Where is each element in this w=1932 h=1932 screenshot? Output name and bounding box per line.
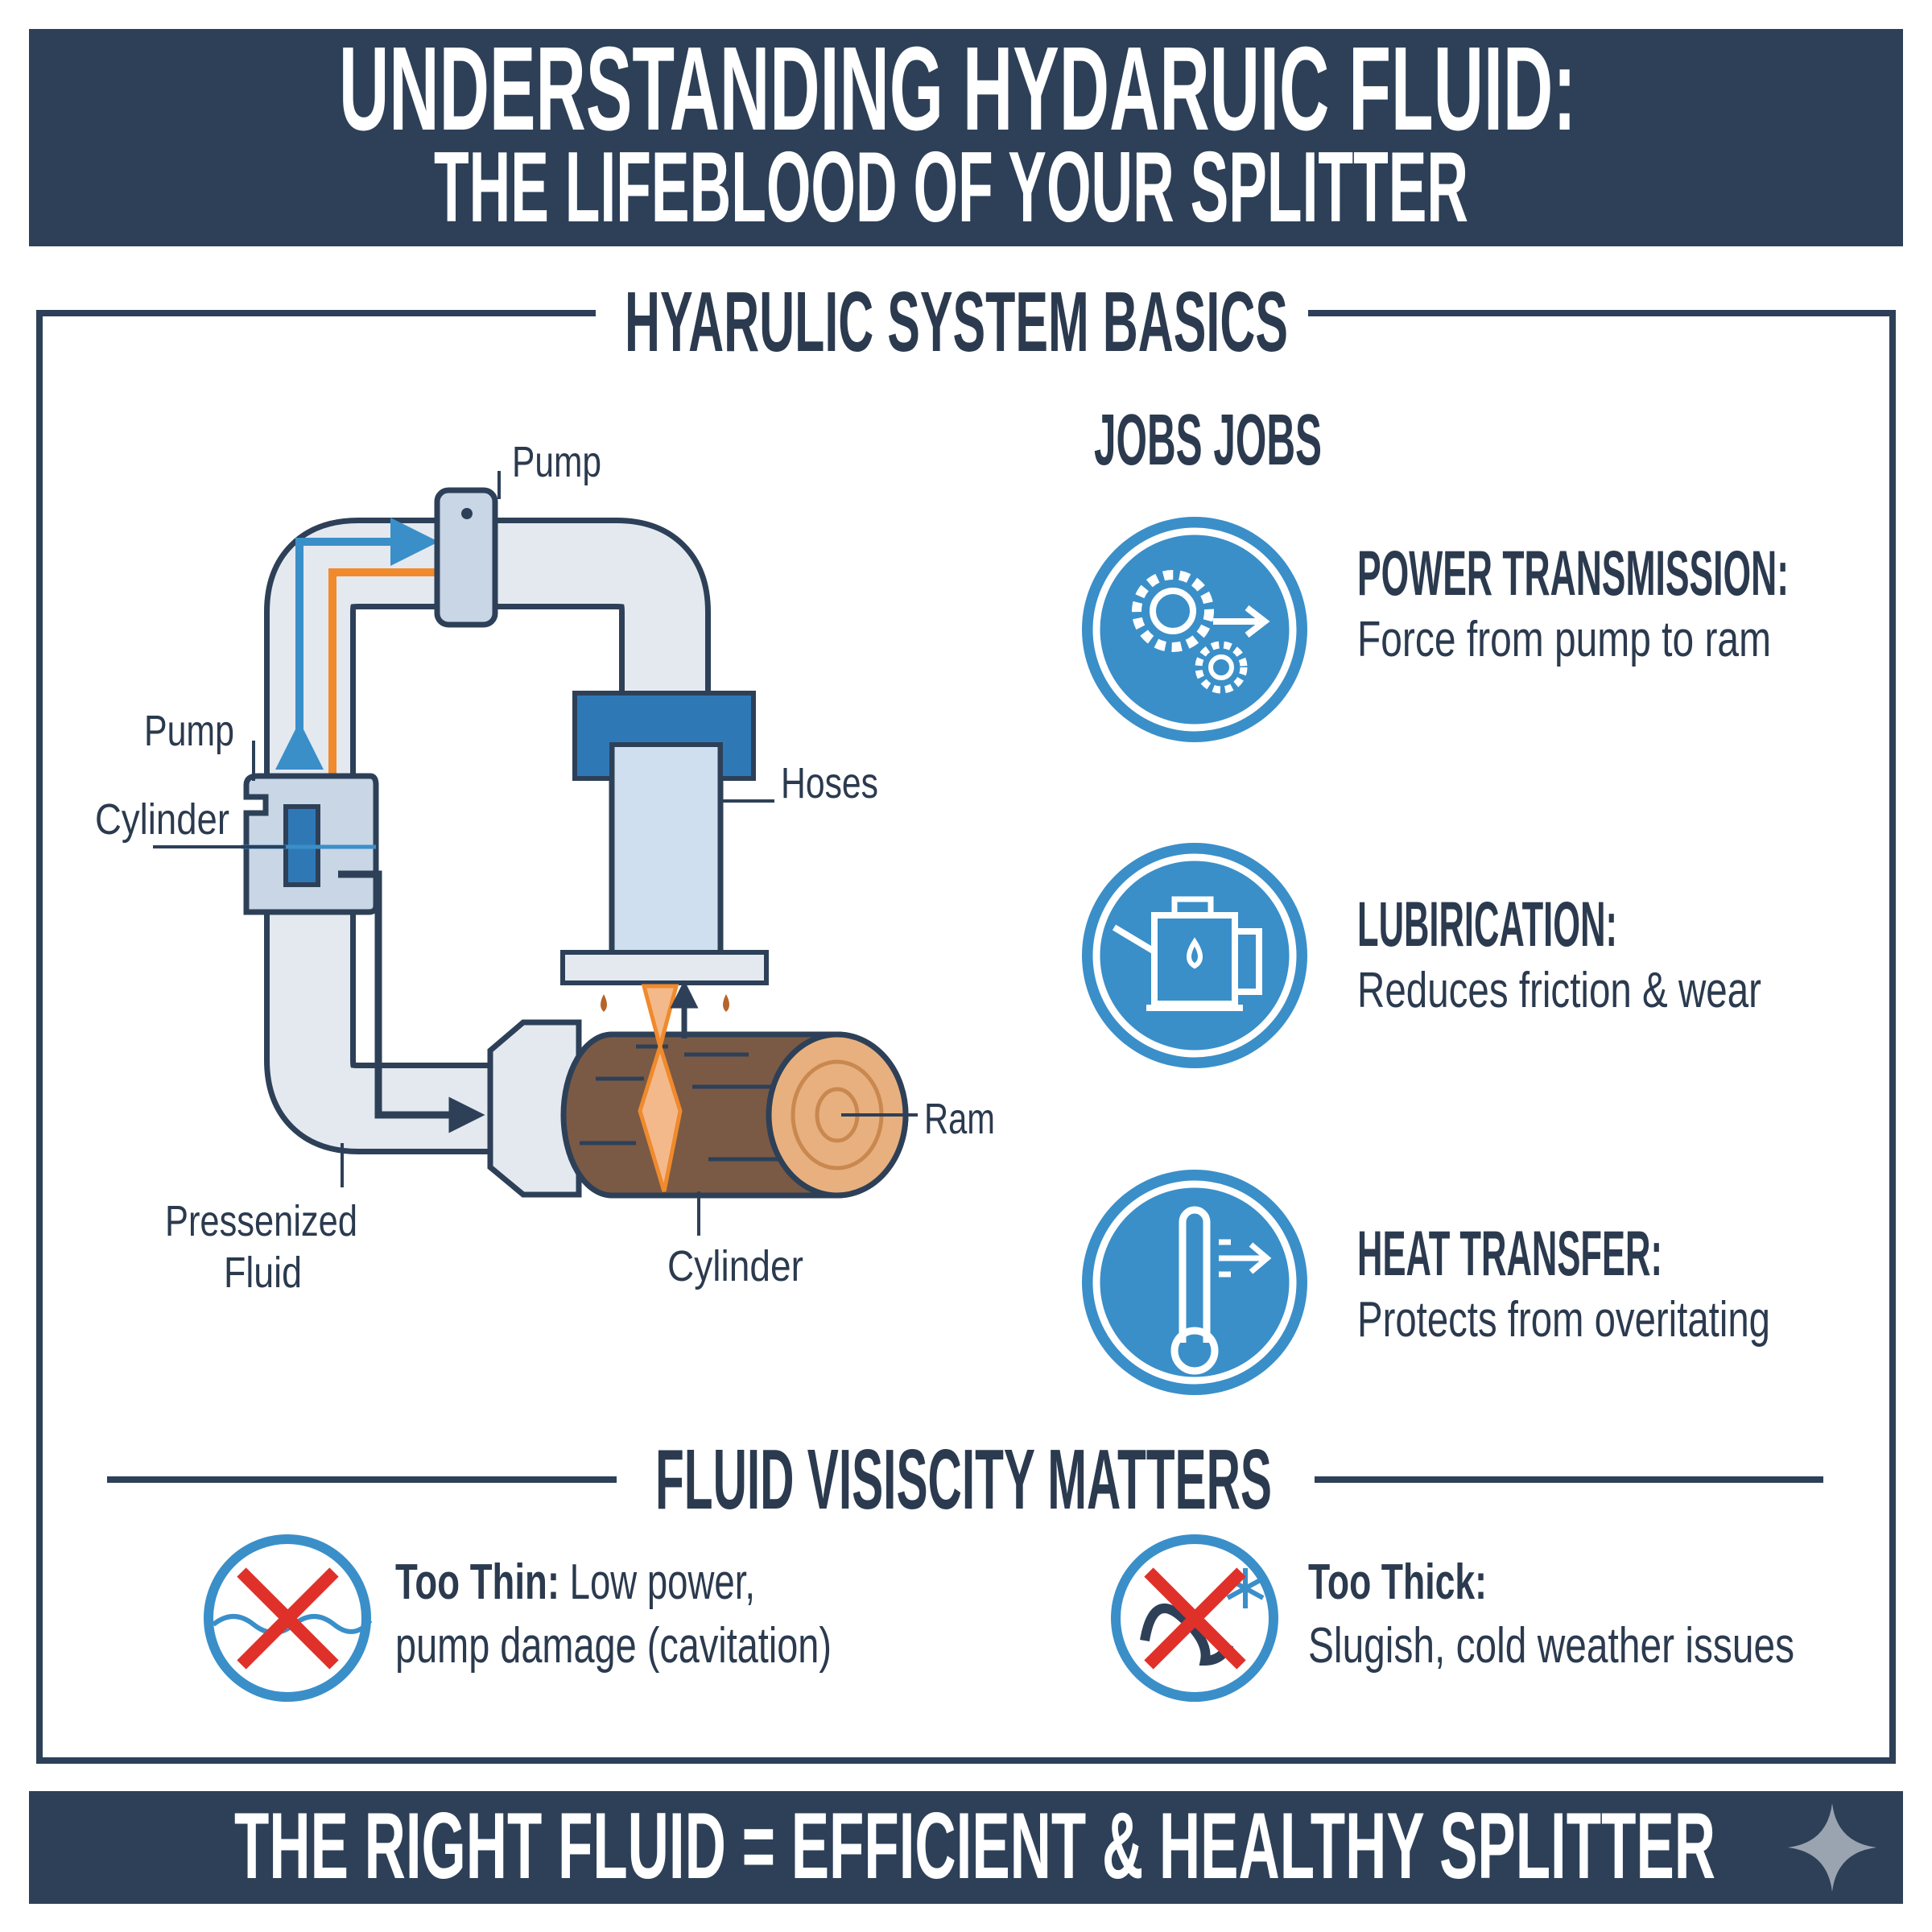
gears-arrow-icon [1082,517,1307,742]
divider-right [1315,1476,1823,1483]
title-banner [29,29,1903,246]
blue-flow-arrow [275,518,439,770]
leader-lines [153,471,918,1236]
return-flow-arrow [338,870,485,1133]
divider-left [107,1476,617,1483]
pump-top [434,487,498,628]
oil-can-icon [1082,843,1307,1068]
footer-banner [29,1791,1903,1904]
hydraulic-cylinder [560,691,769,1012]
section-title-gap [596,298,1308,330]
thin-fluid-x-icon [204,1534,373,1702]
sparkle-icon [1788,1803,1876,1892]
log [560,980,909,1199]
orange-flow-line [328,568,437,776]
thermometer-icon [1082,1170,1307,1395]
wedge-block [487,1019,582,1198]
control-valve [242,773,379,915]
thick-fluid-x-icon [1111,1534,1278,1702]
